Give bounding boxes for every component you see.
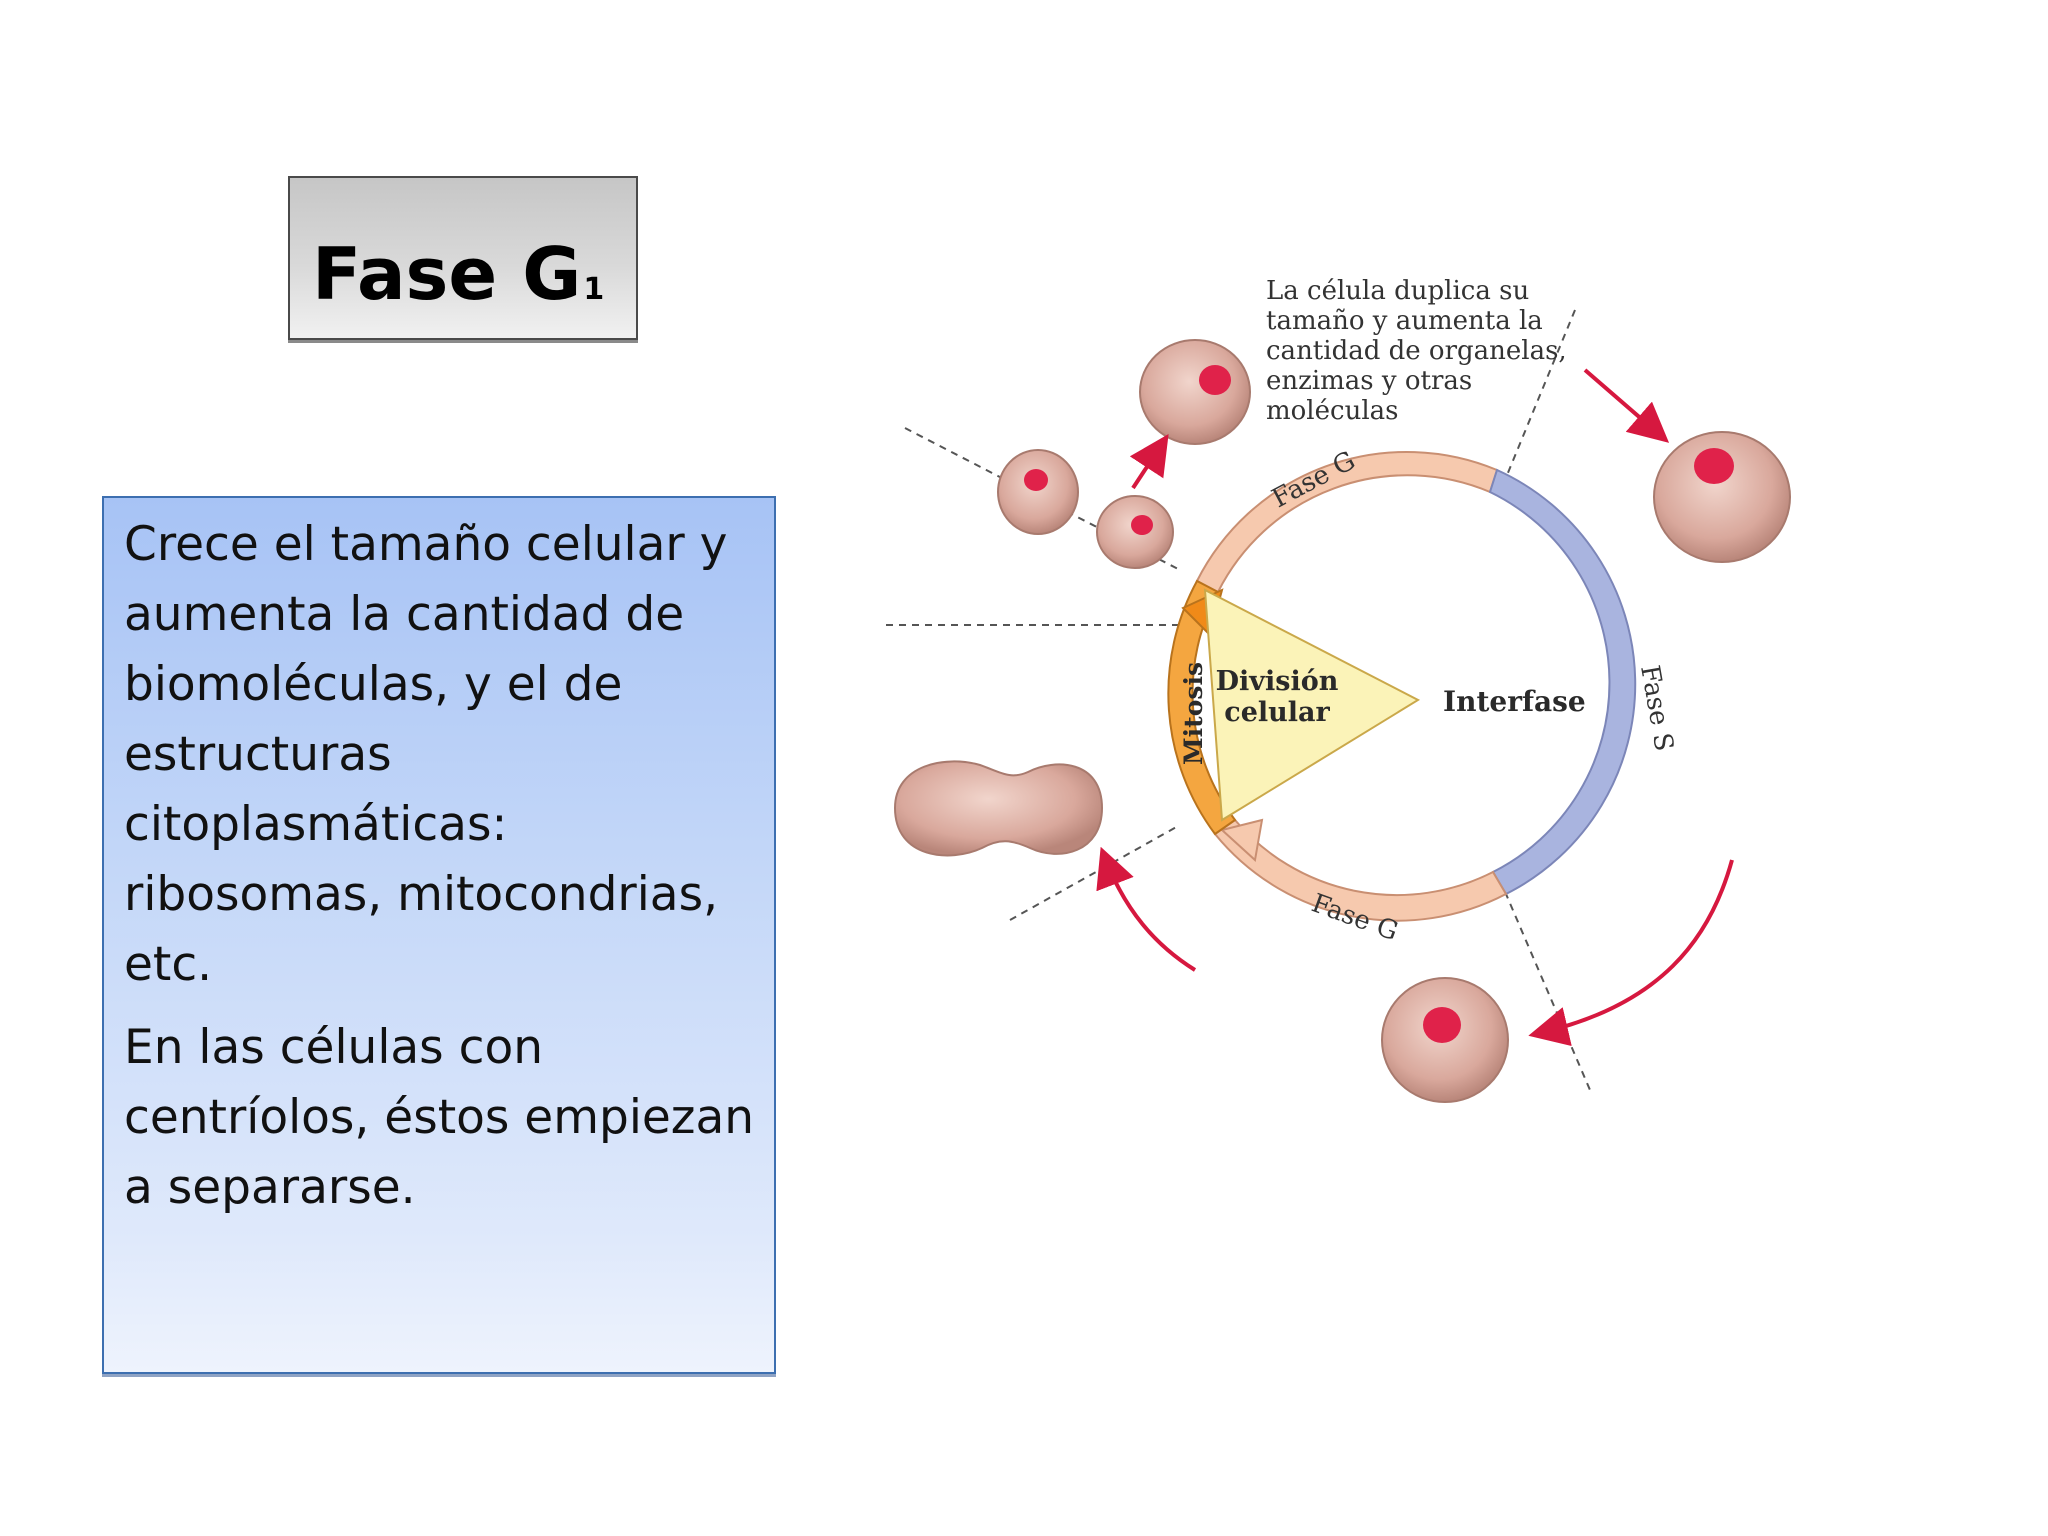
annotation-line-3: cantidad de organelas, bbox=[1266, 336, 1567, 366]
content-box: Crece el tamaño celular y aumenta la can… bbox=[102, 496, 776, 1374]
title-main: Fase G bbox=[312, 232, 582, 316]
label-interfase: Interfase bbox=[1443, 685, 1586, 718]
body-paragraph-1: Crece el tamaño celular y aumenta la can… bbox=[124, 517, 728, 992]
s-band bbox=[1488, 468, 1637, 896]
annotation-line-4: enzimas y otras bbox=[1266, 366, 1472, 396]
g2-arrow-head bbox=[1219, 818, 1264, 862]
label-division-line1: División bbox=[1216, 666, 1339, 697]
cell-cycle-diagram: Fase G Fase G Fase S Mitosis División ce… bbox=[886, 276, 1791, 1103]
dashed-guides bbox=[886, 309, 1591, 1091]
cells bbox=[893, 339, 1791, 1103]
cell-bottom bbox=[1381, 977, 1509, 1103]
cell-large-right bbox=[1653, 431, 1791, 563]
mitosis-band bbox=[1167, 579, 1237, 836]
annotation-line-1: La célula duplica su bbox=[1266, 276, 1529, 306]
division-wedge bbox=[1203, 588, 1421, 822]
annotation-line-2: tamaño y aumenta la bbox=[1266, 306, 1543, 336]
title-subscript: 1 bbox=[583, 272, 605, 307]
label-division-line2: celular bbox=[1224, 697, 1330, 728]
annotation: La célula duplica su tamaño y aumenta la… bbox=[1266, 276, 1567, 426]
slide-title: Fase G1 bbox=[312, 238, 604, 310]
red-arrows bbox=[1096, 368, 1734, 1047]
body-paragraph-2: En las células con centríolos, éstos emp… bbox=[124, 1020, 755, 1215]
label-fase-s: Fase S bbox=[1634, 663, 1679, 753]
cell-small-2 bbox=[1096, 495, 1174, 569]
label-mitosis: Mitosis bbox=[1179, 662, 1208, 765]
dividing-cell bbox=[893, 760, 1104, 857]
title-box: Fase G1 bbox=[288, 176, 638, 340]
cell-medium bbox=[1139, 339, 1251, 445]
cell-small-1 bbox=[997, 449, 1079, 535]
annotation-line-5: moléculas bbox=[1266, 396, 1398, 426]
